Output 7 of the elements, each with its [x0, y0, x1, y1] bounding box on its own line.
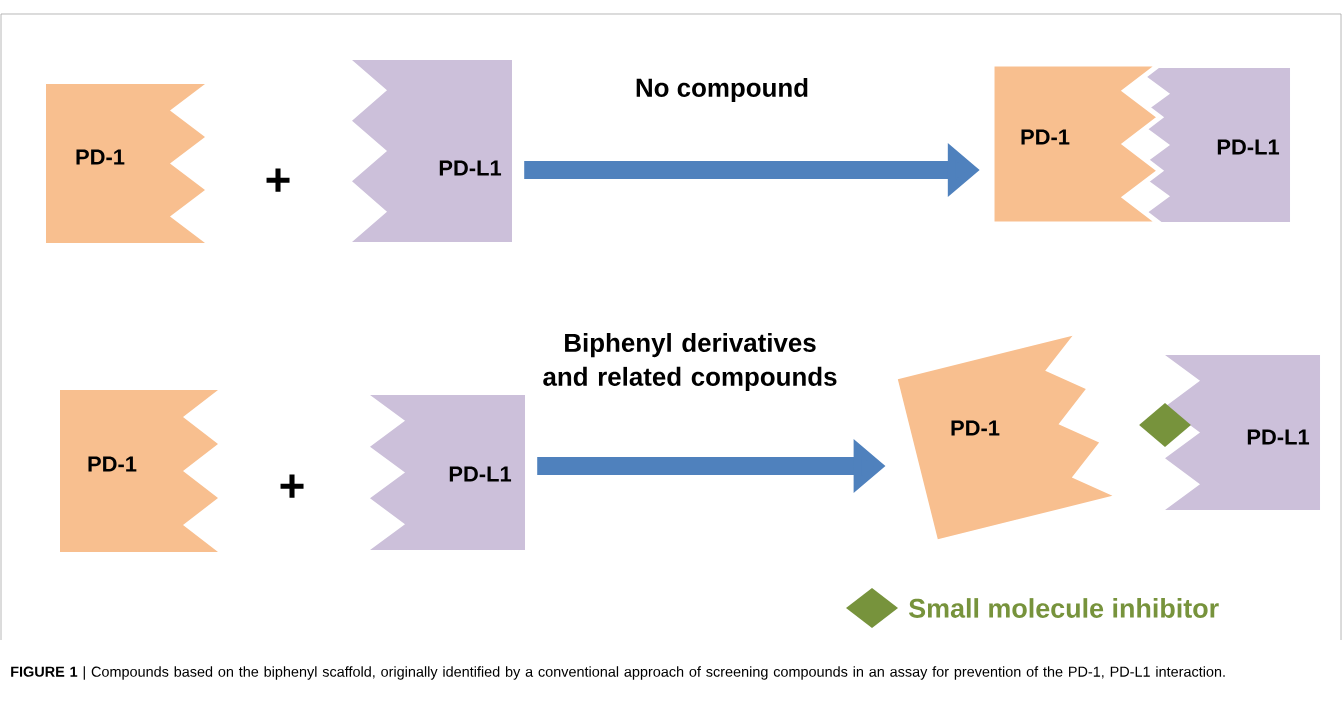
- plus-sign: +: [266, 168, 290, 192]
- edge-label: No compound: [636, 77, 808, 103]
- caption: FIGURE 1 | Compounds based on the biphenyl scaffold, originally identified by a conventional approach of screening compounds in an assay for prevention of the PD-1, PD-L1 interaction.: [11, 666, 1225, 680]
- legend-text: Small molecule inhibitor: [909, 598, 1219, 618]
- edge-label: Biphenyl derivatives and related compounds: [543, 333, 837, 391]
- inhibitor-diamond: [1139, 403, 1191, 447]
- plus-sign: +: [280, 474, 304, 498]
